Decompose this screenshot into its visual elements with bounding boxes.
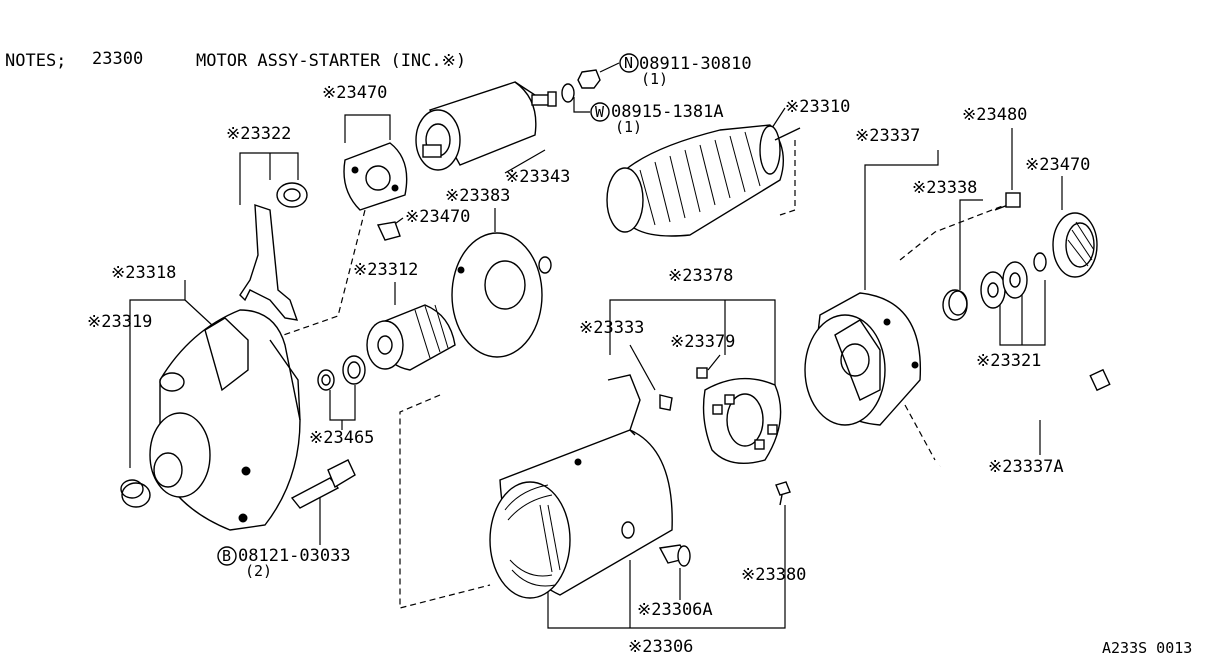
- label-23306: ※23306: [628, 637, 693, 657]
- screw-23306A: [658, 544, 691, 567]
- through-bolt-08121: [290, 459, 356, 509]
- label-23310: ※23310: [785, 97, 850, 117]
- label-23378: ※23378: [668, 266, 733, 286]
- rear-cover-23337: [804, 292, 922, 426]
- pinion-23312: [366, 304, 456, 371]
- label-23337: ※23337: [855, 126, 920, 146]
- leader-lines: [129, 62, 1063, 629]
- screw-23480: [994, 192, 1021, 211]
- spring-23380: [775, 481, 791, 506]
- brush-23379: [696, 367, 708, 379]
- thrust-washers-23321: [980, 252, 1047, 309]
- label-23465: ※23465: [309, 428, 374, 448]
- label-23318: ※23318: [111, 263, 176, 283]
- through-bolt-23337A: [939, 368, 1111, 468]
- label-23470-right: ※23470: [1025, 155, 1090, 175]
- notes-label: NOTES;: [5, 51, 66, 71]
- label-23470-mid: ※23470: [405, 207, 470, 227]
- alignment-dashes: [274, 140, 1006, 609]
- nut-callout: N 08911-30810 (1): [619, 53, 752, 88]
- shift-lever-23322: [239, 182, 308, 321]
- brush-lead-23333: [607, 374, 673, 436]
- label-23480: ※23480: [962, 105, 1027, 125]
- label-23312: ※23312: [353, 260, 418, 280]
- bolt-callout: B 08121-03033 (2): [217, 546, 351, 580]
- solenoid-23343: [415, 69, 601, 171]
- notes-text: MOTOR ASSY-STARTER (INC.※): [196, 51, 466, 71]
- washer-callout: W 08915-1381A (1): [590, 102, 724, 136]
- label-23319: ※23319: [87, 312, 152, 332]
- bolt-code: 08121-03033: [238, 546, 351, 566]
- label-23380: ※23380: [741, 565, 806, 585]
- bolt-qty: (2): [245, 562, 272, 580]
- bolt-symbol: B: [222, 547, 231, 565]
- notes-code: 23300: [92, 49, 143, 69]
- drive-housing-23318: [149, 309, 301, 531]
- end-cap-23470: [1052, 212, 1098, 278]
- drawing-code: A233S 0013: [1102, 639, 1192, 657]
- label-23470-top: ※23470: [322, 83, 387, 103]
- label-23322: ※23322: [226, 124, 291, 144]
- yoke-23306: [489, 429, 673, 599]
- label-23383: ※23383: [445, 186, 510, 206]
- washer-qty: (1): [615, 118, 642, 136]
- small-clip-23470: [376, 221, 401, 241]
- label-23343: ※23343: [505, 167, 570, 187]
- bushing-23338: [942, 289, 968, 321]
- label-23306A: ※23306A: [637, 600, 713, 620]
- label-23321: ※23321: [976, 351, 1041, 371]
- label-23337A: ※23337A: [988, 457, 1064, 477]
- label-23333: ※23333: [579, 318, 644, 338]
- nut-symbol: N: [624, 54, 633, 72]
- washer-code: 08915-1381A: [611, 102, 724, 122]
- center-plate-23383: [451, 232, 543, 358]
- brush-holder-23378: [702, 377, 782, 464]
- washer-symbol: W: [595, 103, 605, 121]
- label-23379: ※23379: [670, 332, 735, 352]
- nut-code: 08911-30810: [639, 54, 752, 74]
- armature-23310: [538, 124, 801, 274]
- stop-ring-23465: [317, 355, 366, 391]
- nut-qty: (1): [641, 70, 668, 88]
- label-23338: ※23338: [912, 178, 977, 198]
- bushing-23319: [120, 479, 151, 508]
- gear-cover-23470: [343, 142, 408, 211]
